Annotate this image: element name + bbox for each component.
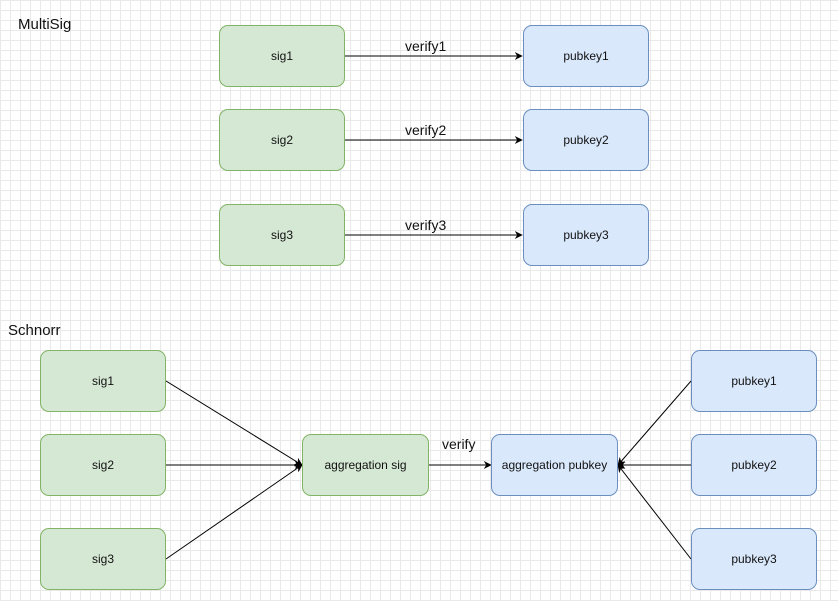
schnorr-pubkey2-node[interactable]: pubkey2 bbox=[691, 434, 817, 496]
node-label: sig2 bbox=[91, 458, 114, 472]
node-label: pubkey3 bbox=[563, 228, 609, 242]
schnorr-sig2-node[interactable]: sig2 bbox=[40, 434, 166, 496]
node-label: sig1 bbox=[270, 49, 293, 63]
node-label: pubkey1 bbox=[731, 374, 777, 388]
multisig-verify1-label: verify1 bbox=[405, 38, 447, 54]
node-label: aggregation pubkey bbox=[501, 458, 608, 472]
aggregation-pubkey-node[interactable]: aggregation pubkey bbox=[491, 434, 618, 496]
node-label: sig1 bbox=[91, 374, 114, 388]
node-label: pubkey3 bbox=[731, 552, 777, 566]
schnorr-sig1-node[interactable]: sig1 bbox=[40, 350, 166, 412]
node-label: sig3 bbox=[91, 552, 114, 566]
schnorr-pubkey3-node[interactable]: pubkey3 bbox=[691, 528, 817, 590]
node-label: aggregation sig bbox=[324, 458, 407, 472]
multisig-sig2-node[interactable]: sig2 bbox=[219, 109, 345, 171]
schnorr-pubkey3-edge bbox=[617, 464, 692, 560]
schnorr-pubkey1-edge bbox=[617, 380, 692, 466]
node-label: pubkey2 bbox=[563, 133, 609, 147]
multisig-pubkey2-node[interactable]: pubkey2 bbox=[523, 109, 649, 171]
schnorr-title: Schnorr bbox=[8, 322, 61, 339]
aggregation-sig-node[interactable]: aggregation sig bbox=[302, 434, 429, 496]
multisig-sig1-node[interactable]: sig1 bbox=[219, 25, 345, 87]
multisig-title: MultiSig bbox=[18, 16, 72, 33]
multisig-pubkey1-node[interactable]: pubkey1 bbox=[523, 25, 649, 87]
multisig-verify3-label: verify3 bbox=[405, 217, 447, 233]
schnorr-pubkey1-node[interactable]: pubkey1 bbox=[691, 350, 817, 412]
schnorr-sig3-node[interactable]: sig3 bbox=[40, 528, 166, 590]
multisig-sig3-node[interactable]: sig3 bbox=[219, 204, 345, 266]
multisig-pubkey3-node[interactable]: pubkey3 bbox=[523, 204, 649, 266]
node-label: sig3 bbox=[270, 228, 293, 242]
node-label: pubkey1 bbox=[563, 49, 609, 63]
node-label: pubkey2 bbox=[731, 458, 777, 472]
node-label: sig2 bbox=[270, 133, 293, 147]
schnorr-sig3-edge bbox=[165, 464, 303, 560]
multisig-verify2-label: verify2 bbox=[405, 122, 447, 138]
schnorr-sig1-edge bbox=[165, 380, 303, 466]
schnorr-verify-label: verify bbox=[442, 436, 476, 452]
